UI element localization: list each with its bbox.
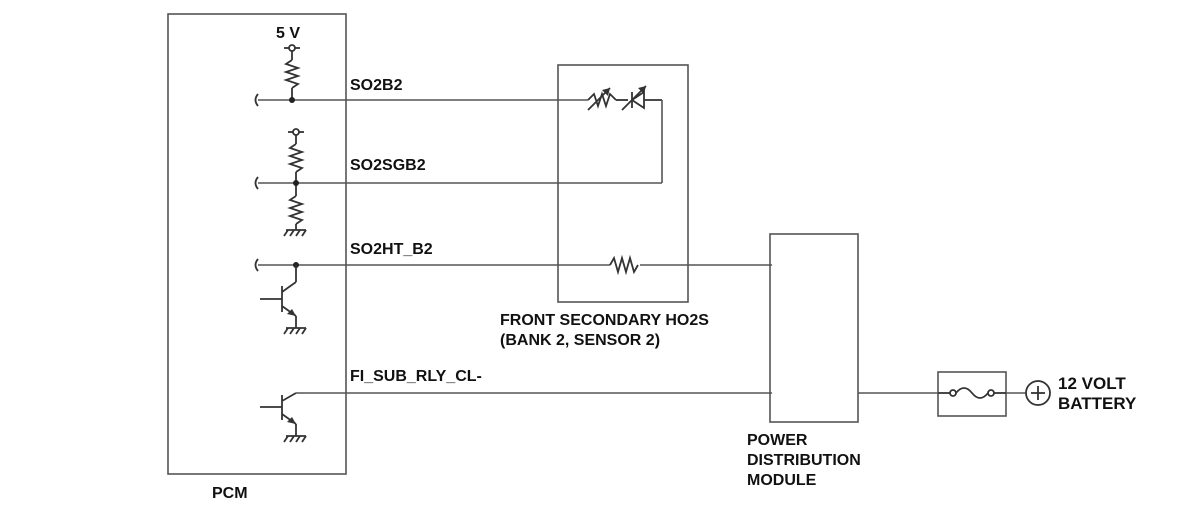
so2sgb2-label: SO2SGB2 (350, 157, 426, 174)
pdm-box (769, 233, 859, 423)
battery-label-line2: BATTERY (1058, 394, 1137, 413)
fi-sub-rly-label: FI_SUB_RLY_CL- (350, 368, 482, 385)
battery-label-line1: 12 VOLT (1058, 374, 1126, 393)
ho2s-box (557, 64, 689, 303)
pcm-label: PCM (212, 485, 248, 502)
battery-positive-icon (1025, 380, 1051, 406)
pcm-box (167, 13, 347, 475)
sensor-element-icon (587, 85, 663, 183)
pdm-label-line1: POWER (747, 432, 808, 449)
relay-transistor-icon (260, 392, 307, 443)
heater-resistor-icon (609, 254, 640, 276)
ho2s-label-line1: FRONT SECONDARY HO2S (500, 312, 709, 329)
pdm-label-line2: DISTRIBUTION (747, 452, 861, 469)
so2ht-b2-label: SO2HT_B2 (350, 241, 433, 258)
heater-transistor-icon (260, 265, 307, 335)
fuse-icon (938, 387, 1006, 399)
so2sgb2-divider (283, 128, 307, 237)
so2b2-circuit (254, 93, 588, 107)
so2ht-b2-circuit (254, 258, 772, 272)
fuse-box (937, 371, 1007, 417)
pullup-resistor-top (283, 44, 301, 100)
supply-voltage-label: 5 V (276, 25, 300, 42)
so2b2-label: SO2B2 (350, 77, 403, 94)
ho2s-label-line2: (BANK 2, SENSOR 2) (500, 332, 660, 349)
so2sgb2-circuit (254, 176, 662, 190)
pdm-label-line3: MODULE (747, 472, 817, 489)
